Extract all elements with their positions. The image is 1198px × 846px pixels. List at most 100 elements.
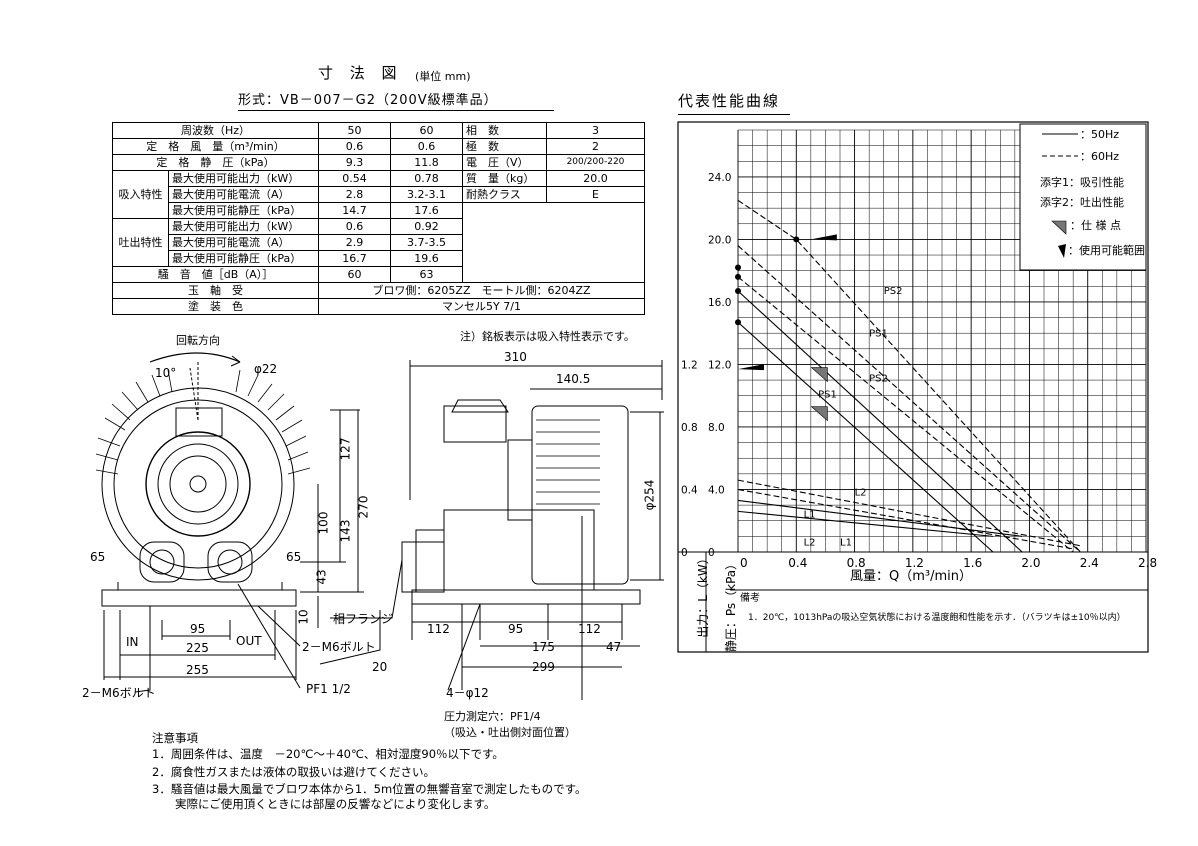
ylabel-divider [678,551,1148,652]
dim-310 [409,360,663,500]
dim-100 [300,484,346,563]
d299-label: 299 [532,660,555,674]
terminal-box-front [175,407,223,437]
cooling-fins [95,369,311,475]
dim-95-front [161,620,231,640]
terminal-box-side [443,405,507,443]
x-tick-label: 0 [740,556,748,570]
pf-leader [237,583,301,689]
bolt-leader-a [134,606,151,693]
side-view [319,399,664,700]
d140-label: 140.5 [556,372,591,386]
chart-xlabel: 風量：Q（m³/min） [850,569,973,584]
series-label: L1 [804,510,816,521]
table-row: 塗 装 色マンセル5Y 7/1 [112,298,645,315]
blower-side [531,405,629,585]
port-note-label: （吸込・吐出側対面位置） [444,726,576,739]
note-item: 3．騒音値は最大風量でブロワ本体から1．5m位置の無響音室で測定したものです。 [152,782,587,796]
chart-title-underline [678,114,790,115]
x-tick-label: 2.8 [1138,556,1157,570]
flange-plate [415,529,445,593]
shaft-hub [189,475,207,493]
ps-tick-label: 16.0 [708,297,731,309]
data-point [735,287,741,294]
series-label: PS2 [869,374,888,385]
side-fins [536,419,600,505]
chart-ylabel-l: 出力：L（kW） [695,552,710,638]
d95b-label: 95 [508,622,524,636]
dim-255 [103,610,297,680]
dim-112-95-112 [411,604,623,640]
rotation-arrow-head [230,355,241,367]
spec-point-marker [810,367,828,383]
series-label: L2 [855,488,867,499]
dimension-drawing [95,352,664,700]
angle-line [189,360,199,421]
model-label: 形式：VB－007－G2（200V級標準品） [238,93,498,108]
dim-43 [300,562,364,593]
series-line [737,499,1023,537]
x-tick-label: 2.0 [1021,556,1040,570]
d112b-label: 112 [578,622,601,636]
table-row: 玉 軸 受ブロワ側：6205ZZ モートル側：6204ZZ [112,282,645,299]
d310-label: 310 [504,350,527,364]
side-base [411,589,641,605]
model-underline [238,110,554,111]
legend-label: ：使用可能範囲 [1068,243,1145,257]
x-tick-label: 2.4 [1080,556,1099,570]
bolt-leader-b [257,605,301,647]
dim-127 [330,409,360,484]
legend-label: ：仕 様 点 [1070,218,1121,232]
port-label: 圧力測定穴：PF1/4 [444,710,541,723]
d65b-label: 65 [286,550,302,564]
legend-box [1019,123,1147,271]
ps-tick-label: 12.0 [708,359,731,371]
ps-tick-label: 8.0 [708,422,725,434]
angle-label: 10° [155,366,177,380]
table-footnote: 注）銘板表示は吸入特性表示です。 [460,330,635,343]
note-item: 実際にご使用頂くときには部屋の反響などにより変化します。 [152,797,496,811]
port-out [207,541,253,583]
fan-cover-ring-inner [169,455,227,513]
spec-point-marker [810,406,828,422]
pf-label: PF1 1/2 [306,682,351,696]
l-tick-label: 1.2 [681,359,698,371]
series-line [737,321,994,553]
series-label: PS2 [884,286,903,297]
l-tick-label: 0 [681,547,688,559]
ps-tick-label: 20.0 [708,234,731,246]
rotation-arrow [149,352,241,363]
front-feet [117,582,283,590]
range-marker [738,364,764,371]
dim-20 [319,610,381,665]
series-line [737,245,1081,553]
x-tick-label: 1.2 [905,556,924,570]
notes-heading: 注意事項 [152,731,198,745]
series-line [737,290,1023,553]
chart-marks [735,234,837,422]
chart-title: 代表性能曲線 [678,92,781,110]
rotation-label: 回転方向 [176,334,220,347]
remarks-text: 1．20℃，1013hPaの吸込空気状態における温度飽和性能を示す．（バラツキは… [748,613,1126,623]
note-item: 2．腐食性ガスまたは液体の取扱いは避けてください。 [152,765,435,779]
x-tick-label: 0.4 [788,556,807,570]
d95a-label: 95 [190,622,206,636]
d175-label: 175 [532,640,555,654]
holes-leader [447,603,481,691]
d20-label: 20 [372,660,388,674]
data-point [793,236,800,243]
legend-label: 添字2：吐出性能 [1040,195,1124,209]
range-marker [810,234,837,241]
note-item: 1．周囲条件は、温度 －20℃～＋40℃、相対湿度90％以下です。 [152,747,504,761]
phi22-label: φ22 [254,362,278,376]
port-in [139,541,185,583]
